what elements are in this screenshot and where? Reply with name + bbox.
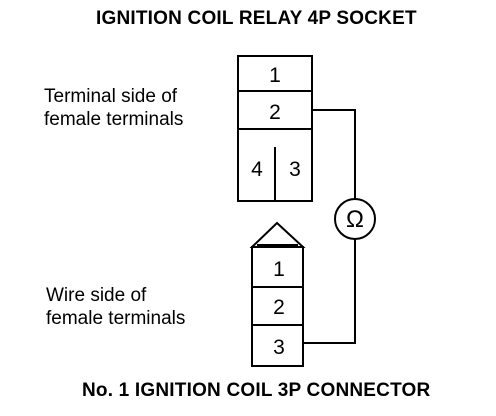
coil-pin-1: 1 bbox=[273, 258, 285, 281]
coil-pin-3: 3 bbox=[273, 336, 285, 359]
coil-connector-outline bbox=[251, 246, 304, 367]
test-lead-lower bbox=[303, 239, 356, 344]
relay-pin-4: 4 bbox=[251, 158, 263, 181]
relay-pin-2: 2 bbox=[269, 101, 281, 124]
coil-connector bbox=[249, 221, 306, 367]
relay-socket bbox=[237, 55, 313, 202]
terminal-side-label: Terminal side of female terminals bbox=[44, 85, 183, 131]
wire-side-label: Wire side of female terminals bbox=[46, 284, 185, 330]
relay-pin-1: 1 bbox=[269, 64, 281, 87]
wire-side-label-line2: female terminals bbox=[46, 308, 186, 329]
relay-pin-3: 3 bbox=[289, 158, 301, 181]
coil-pin-2: 2 bbox=[273, 296, 285, 319]
terminal-side-label-line1: Terminal side of bbox=[44, 86, 178, 107]
coil-connector-latch bbox=[249, 221, 306, 248]
ohm-symbol: Ω bbox=[346, 206, 364, 233]
test-lead-upper bbox=[312, 109, 356, 199]
terminal-side-label-line2: female terminals bbox=[44, 109, 184, 130]
ohmmeter-icon bbox=[334, 198, 376, 240]
coil-connector-title: No. 1 IGNITION COIL 3P CONNECTOR bbox=[82, 380, 431, 401]
relay-socket-title: IGNITION COIL RELAY 4P SOCKET bbox=[96, 8, 417, 29]
wire-side-label-line1: Wire side of bbox=[46, 285, 147, 306]
